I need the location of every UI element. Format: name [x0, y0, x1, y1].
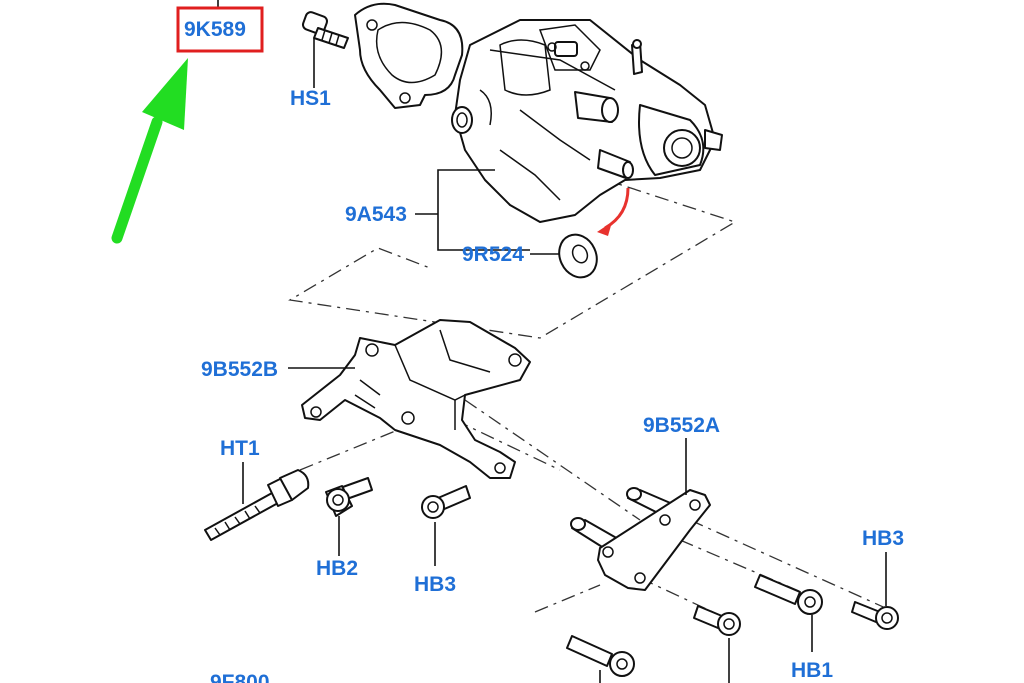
rotation-arrow-icon	[604, 187, 630, 230]
label-9r524: 9R524	[462, 243, 524, 266]
label-9b552a: 9B552A	[643, 414, 720, 437]
label-ht1: HT1	[220, 437, 260, 460]
bolt-hb1-part	[754, 574, 823, 615]
label-hb2: HB2	[316, 557, 358, 580]
bracket-9b552b-part	[301, 319, 531, 479]
seal-ring-part	[558, 233, 598, 279]
rotation-arrowhead-icon	[597, 222, 612, 236]
label-hb3-right: HB3	[862, 527, 904, 550]
highlight-box	[176, 6, 264, 53]
label-9a543: 9A543	[345, 203, 407, 226]
green-arrow-icon	[111, 58, 188, 244]
bolt-hb2-part	[325, 477, 373, 517]
label-9b552b: 9B552B	[201, 358, 278, 381]
injection-pump-part	[451, 19, 723, 223]
bolt-lower-left-part	[566, 635, 635, 677]
label-hb3-left: HB3	[414, 573, 456, 596]
label-9f800-partial: 9F800	[210, 671, 270, 683]
gasket-part	[354, 2, 464, 109]
label-hs1: HS1	[290, 87, 331, 110]
bolt-hb3-left-part	[421, 485, 471, 519]
bolt-lower-middle-part	[693, 605, 741, 636]
bracket-9b552a-part	[570, 487, 711, 591]
bolt-hb3-right-part	[851, 601, 899, 630]
label-9k589: 9K589	[184, 18, 246, 41]
stud-hs1-part	[301, 11, 349, 49]
label-hb1: HB1	[791, 659, 833, 682]
bracket-group-leaders	[415, 169, 560, 255]
bolt-ht1-part	[204, 469, 310, 541]
